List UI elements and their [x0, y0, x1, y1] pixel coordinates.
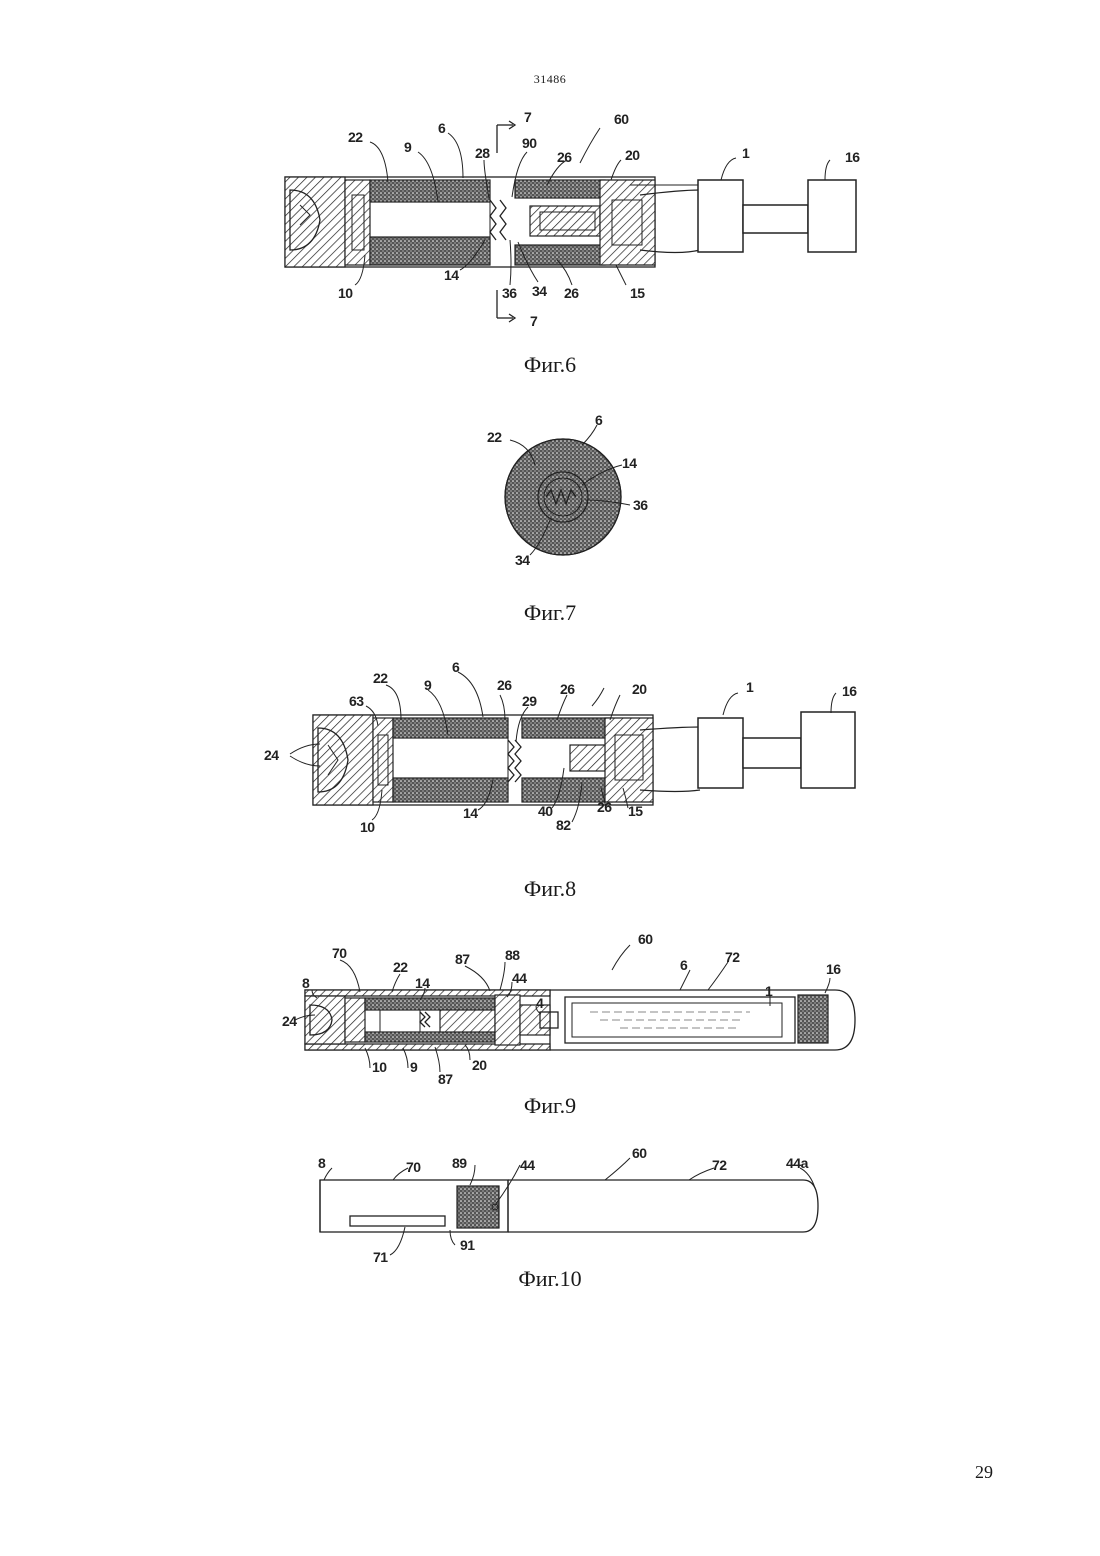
fig9-label-88: 88 — [505, 947, 520, 963]
document-number: 31486 — [0, 72, 1100, 87]
fig8-label-14: 14 — [463, 805, 478, 821]
fig6-label-90: 90 — [522, 135, 537, 151]
fig6-label-1: 1 — [742, 145, 750, 161]
fig9-label-1: 1 — [765, 983, 773, 999]
fig7-label-36: 36 — [633, 497, 648, 513]
fig6-label-6: 6 — [438, 120, 446, 136]
fig8-label-40: 40 — [538, 803, 553, 819]
fig9-label-72: 72 — [725, 949, 740, 965]
fig8-label-26-a: 26 — [497, 677, 512, 693]
fig10-label-70: 70 — [406, 1159, 421, 1175]
figure-9-drawing: 70 22 14 87 88 44 4 60 6 72 1 16 8 24 10… — [0, 930, 1100, 1090]
fig8-label-63: 63 — [349, 693, 364, 709]
fig8-label-6: 6 — [452, 659, 460, 675]
fig9-label-24: 24 — [282, 1013, 297, 1029]
fig10-label-89: 89 — [452, 1155, 467, 1171]
fig9-label-87-bottom: 87 — [438, 1071, 453, 1087]
fig6-label-22: 22 — [348, 129, 363, 145]
fig6-label-10: 10 — [338, 285, 353, 301]
fig10-label-71: 71 — [373, 1249, 388, 1265]
fig6-label-26-bottom: 26 — [564, 285, 579, 301]
figure-9-caption: Фиг.9 — [0, 1093, 1100, 1119]
fig6-label-9: 9 — [404, 139, 412, 155]
fig6-label-16: 16 — [845, 149, 860, 165]
fig9-label-10: 10 — [372, 1059, 387, 1075]
fig8-label-26-c: 26 — [597, 799, 612, 815]
fig9-label-9: 9 — [410, 1059, 418, 1075]
fig10-label-91: 91 — [460, 1237, 475, 1253]
fig7-label-6: 6 — [595, 412, 603, 428]
fig9-label-20: 20 — [472, 1057, 487, 1073]
figure-10-caption: Фиг.10 — [0, 1266, 1100, 1292]
fig9-label-8: 8 — [302, 975, 310, 991]
fig6-label-7-top: 7 — [524, 109, 532, 125]
fig9-label-4: 4 — [536, 995, 544, 1011]
figure-6-caption: Фиг.6 — [0, 352, 1100, 378]
fig9-label-60: 60 — [638, 931, 653, 947]
fig8-label-29: 29 — [522, 693, 537, 709]
fig8-label-26-b: 26 — [560, 681, 575, 697]
fig10-label-44: 44 — [520, 1157, 535, 1173]
fig10-label-60: 60 — [632, 1145, 647, 1161]
fig7-label-14: 14 — [622, 455, 637, 471]
fig9-label-44: 44 — [512, 970, 527, 986]
fig10-label-72: 72 — [712, 1157, 727, 1173]
fig8-label-16: 16 — [842, 683, 857, 699]
fig8-label-15: 15 — [628, 803, 643, 819]
figure-7-caption: Фиг.7 — [0, 600, 1100, 626]
fig8-label-10: 10 — [360, 819, 375, 835]
figure-8-caption: Фиг.8 — [0, 876, 1100, 902]
fig8-label-1: 1 — [746, 679, 754, 695]
fig8-label-82: 82 — [556, 817, 571, 833]
fig8-label-20: 20 — [632, 681, 647, 697]
fig6-label-34: 34 — [532, 283, 547, 299]
fig9-label-22: 22 — [393, 959, 408, 975]
figure-10-drawing: 8 70 89 44 60 72 44a 71 91 — [0, 1140, 1100, 1265]
fig6-label-26-top: 26 — [557, 149, 572, 165]
fig6-label-36: 36 — [502, 285, 517, 301]
fig6-label-28: 28 — [475, 145, 490, 161]
fig8-label-24: 24 — [264, 747, 279, 763]
fig10-label-44a: 44a — [786, 1155, 809, 1171]
fig6-label-60: 60 — [614, 111, 629, 127]
figure-7-drawing: 22 6 14 36 34 — [0, 410, 1100, 580]
fig6-label-20: 20 — [625, 147, 640, 163]
fig9-label-6: 6 — [680, 957, 688, 973]
fig6-label-7-bottom: 7 — [530, 313, 538, 329]
fig6-label-14: 14 — [444, 267, 459, 283]
fig7-label-22: 22 — [487, 429, 502, 445]
page-number: 29 — [975, 1462, 993, 1483]
fig9-label-14: 14 — [415, 975, 430, 991]
fig10-label-8: 8 — [318, 1155, 326, 1171]
fig8-label-22: 22 — [373, 670, 388, 686]
fig9-label-87-top: 87 — [455, 951, 470, 967]
fig9-label-16: 16 — [826, 961, 841, 977]
fig9-label-70: 70 — [332, 945, 347, 961]
figure-8-drawing: 22 63 9 6 26 29 26 20 1 16 24 10 14 40 8… — [0, 670, 1100, 840]
fig8-label-9: 9 — [424, 677, 432, 693]
fig7-label-34: 34 — [515, 552, 530, 568]
figure-6-drawing: 22 9 6 28 7 90 26 60 20 1 16 10 14 36 34… — [0, 105, 1100, 345]
fig6-label-15: 15 — [630, 285, 645, 301]
